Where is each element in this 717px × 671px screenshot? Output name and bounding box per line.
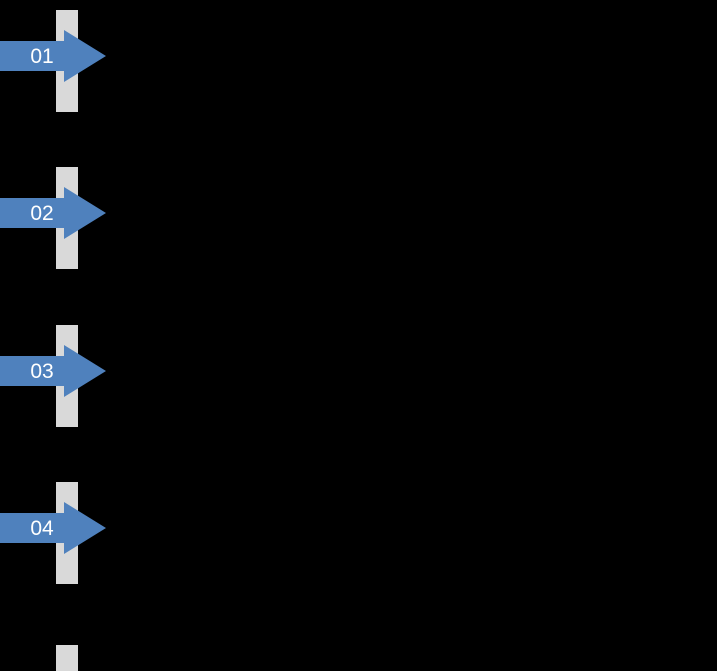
step-number: 03 <box>30 359 54 383</box>
step-row-4: 04 <box>0 482 717 584</box>
step-number: 01 <box>30 44 54 68</box>
arrow-right-icon <box>0 187 106 239</box>
step-row-2: 02 <box>0 167 717 269</box>
step-number: 04 <box>30 516 54 540</box>
arrow-right-icon <box>0 345 106 397</box>
arrow-right-icon <box>0 502 106 554</box>
arrow-right-icon <box>0 30 106 82</box>
step-row-3: 03 <box>0 325 717 427</box>
step-connector-bar-partial <box>56 645 78 671</box>
step-row-1: 01 <box>0 10 717 112</box>
step-number: 02 <box>30 201 54 225</box>
